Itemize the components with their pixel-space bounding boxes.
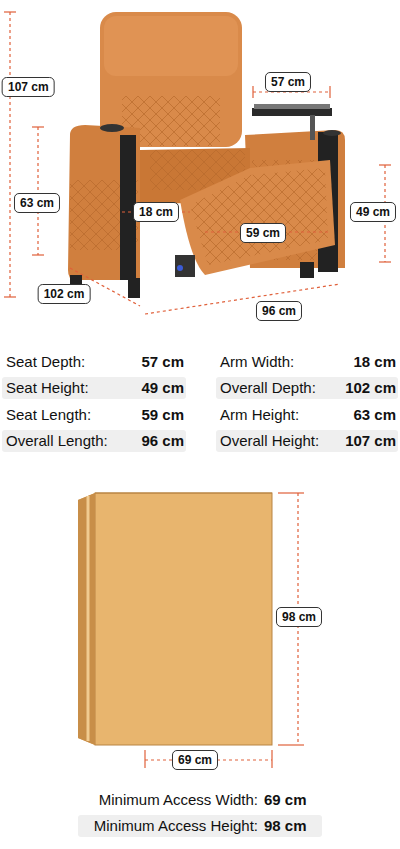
spec-label: Overall Depth: xyxy=(220,379,316,397)
spec-value: 63 cm xyxy=(353,406,396,424)
dimension-text: 63 cm xyxy=(20,196,54,210)
dimension-text: 102 cm xyxy=(44,287,85,301)
spec-value: 49 cm xyxy=(141,379,184,397)
dimension-text: 107 cm xyxy=(8,80,49,94)
spec-value: 57 cm xyxy=(141,353,184,371)
shipping-box xyxy=(78,493,272,745)
arm-height-dim: 63 cm xyxy=(14,193,60,213)
seat-depth-dim: 57 cm xyxy=(265,72,311,92)
dimension-text: 49 cm xyxy=(356,205,390,219)
spec-value: 98 cm xyxy=(264,817,307,835)
box-height-dim: 98 cm xyxy=(276,607,322,627)
box-dimension-ticks xyxy=(145,493,304,768)
spec-label: Minimum Access Width: xyxy=(99,791,258,809)
spec-label: Overall Length: xyxy=(6,432,108,450)
dimension-text: 96 cm xyxy=(262,304,296,318)
spec-label: Seat Length: xyxy=(6,406,91,424)
arm-width-dim: 18 cm xyxy=(133,202,179,222)
spec-value: 102 cm xyxy=(345,379,396,397)
dimension-text: 98 cm xyxy=(282,610,316,624)
seat-height-dim: 49 cm xyxy=(350,202,396,222)
spec-value: 96 cm xyxy=(141,432,184,450)
box-dimension-lines xyxy=(145,493,298,760)
dimension-lines xyxy=(10,12,385,314)
dimension-text: 59 cm xyxy=(246,226,280,240)
spec-label: Minimum Access Height: xyxy=(94,817,258,835)
overall-height-dim: 107 cm xyxy=(2,77,55,97)
overall-depth-dim: 102 cm xyxy=(38,284,91,304)
spec-label: Arm Width: xyxy=(220,353,294,371)
spec-value: 18 cm xyxy=(353,353,396,371)
dimension-text: 57 cm xyxy=(271,75,305,89)
spec-value: 69 cm xyxy=(264,791,307,809)
overall-length-dim: 96 cm xyxy=(256,301,302,321)
seat-length-dim: 59 cm xyxy=(240,223,286,243)
dimension-text: 69 cm xyxy=(178,753,212,767)
box-width-dim: 69 cm xyxy=(172,750,218,770)
recliner-chair xyxy=(68,12,345,298)
dimension-text: 18 cm xyxy=(139,205,173,219)
spec-value: 59 cm xyxy=(141,406,184,424)
spec-label: Overall Height: xyxy=(220,432,319,450)
spec-value: 107 cm xyxy=(345,432,396,450)
spec-label: Arm Height: xyxy=(220,406,299,424)
spec-label: Seat Depth: xyxy=(6,353,85,371)
dimension-ticks xyxy=(4,12,391,297)
spec-label: Seat Height: xyxy=(6,379,89,397)
table-shading xyxy=(2,377,398,837)
